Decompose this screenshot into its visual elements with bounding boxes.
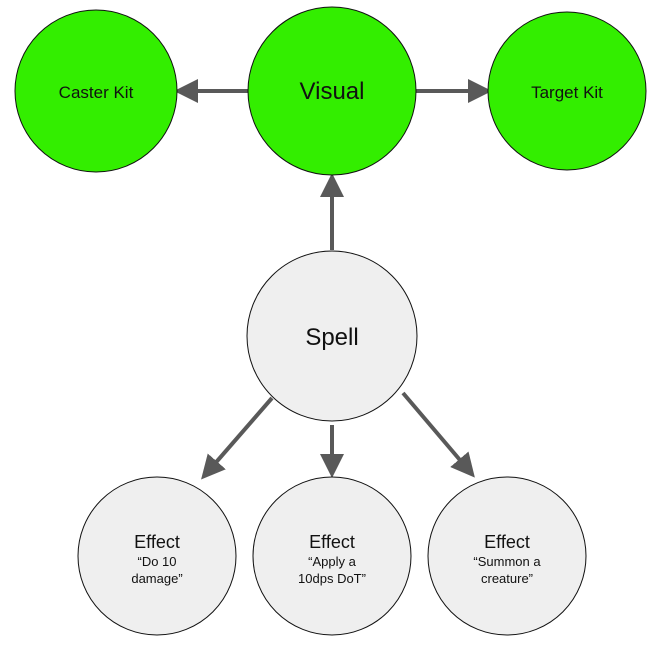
effect-1-line-2: damage” xyxy=(131,571,182,586)
visual-node: Visual xyxy=(247,6,417,176)
effect-2-line-1: “Apply a xyxy=(308,554,356,569)
spell-label: Spell xyxy=(305,324,358,351)
visual-label: Visual xyxy=(300,78,365,105)
arrow-spell-to-effect-3 xyxy=(401,391,475,478)
effect-node-3: Effect “Summon a creature” xyxy=(427,476,587,636)
target-kit-node: Target Kit xyxy=(487,11,647,171)
caster-kit-node: Caster Kit xyxy=(14,9,178,173)
edges xyxy=(174,79,492,480)
effect-2-title: Effect xyxy=(309,532,355,552)
caster-kit-label: Caster Kit xyxy=(59,83,134,102)
target-kit-label: Target Kit xyxy=(531,83,603,102)
effect-3-line-2: creature” xyxy=(481,571,533,586)
effect-1-line-1: “Do 10 xyxy=(137,554,176,569)
effect-node-2: Effect “Apply a 10dps DoT” xyxy=(252,476,412,636)
effect-node-1: Effect “Do 10 damage” xyxy=(77,476,237,636)
effect-3-title: Effect xyxy=(484,532,530,552)
spell-node: Spell xyxy=(246,250,418,422)
arrow-spell-to-effect-1 xyxy=(201,396,274,480)
effect-3-line-1: “Summon a xyxy=(473,554,541,569)
effect-1-title: Effect xyxy=(134,532,180,552)
effect-2-line-2: 10dps DoT” xyxy=(298,571,366,586)
